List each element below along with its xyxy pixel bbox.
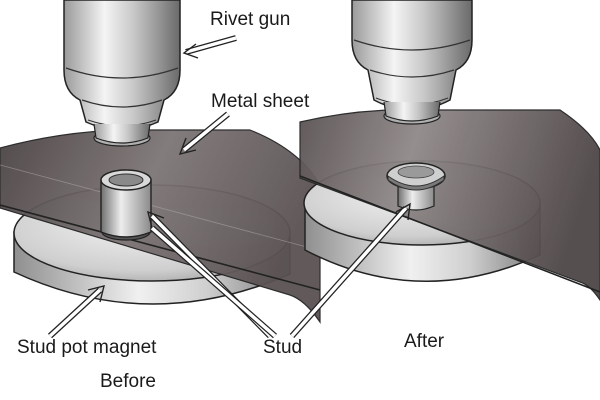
arrow-stud-before-2	[150, 225, 277, 339]
label-rivet-gun: Rivet gun	[210, 9, 291, 30]
metal-sheet-after	[299, 109, 600, 302]
arrow-stud-pot-magnet	[47, 285, 105, 339]
label-stud: Stud	[263, 337, 303, 358]
rivet-gun-before	[63, 0, 181, 147]
sheet-edge-after	[299, 175, 600, 293]
label-after: After	[404, 331, 445, 352]
arrow-rivet-gun	[182, 35, 237, 59]
rivet-gun-after	[351, 0, 473, 125]
stud-after	[386, 162, 446, 211]
label-metal-sheet: Metal sheet	[211, 91, 310, 112]
arrow-stud-after	[289, 202, 411, 338]
label-stud-pot-magnet: Stud pot magnet	[17, 337, 157, 358]
sheet-edge-before	[0, 204, 321, 291]
label-before: Before	[100, 371, 156, 392]
stud-before	[100, 169, 152, 241]
arrow-metal-sheet	[178, 111, 230, 156]
